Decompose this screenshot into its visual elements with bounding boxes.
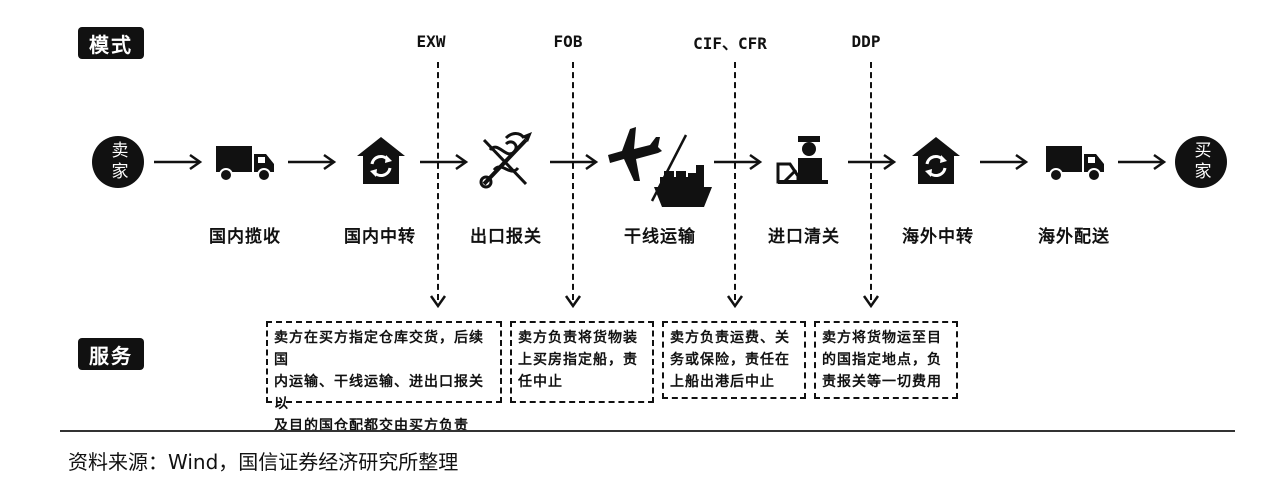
ddp-down-arrow-icon xyxy=(862,295,880,309)
cif-cfr-divider-line xyxy=(734,62,736,300)
exw-down-arrow-icon xyxy=(429,295,447,309)
customs-officer-icon xyxy=(776,136,828,184)
step-label: 国内中转 xyxy=(344,227,416,247)
service-line: 卖方将货物运至目 xyxy=(822,330,942,346)
warehouse-transfer-icon xyxy=(357,137,405,184)
plane-ship-icon xyxy=(608,127,712,207)
step-label: 进口清关 xyxy=(768,227,840,247)
arrow-right-icon xyxy=(550,153,599,171)
source-note: 资料来源：Wind，国信证券经济研究所整理 xyxy=(68,450,459,474)
warehouse-transfer-icon xyxy=(912,137,960,184)
truck-icon xyxy=(216,146,274,182)
exw-divider-line xyxy=(437,62,439,300)
arrow-right-icon xyxy=(848,153,897,171)
service-box-ddp: 卖方将货物运至目 的国指定地点，负 责报关等一切费用 xyxy=(814,321,958,399)
service-line: 任中止 xyxy=(518,374,563,390)
service-line: 上船出港后中止 xyxy=(670,374,775,390)
ddp-divider-line xyxy=(870,62,872,300)
service-line: 的国指定地点，负 xyxy=(822,352,942,368)
service-box-fob: 卖方负责将货物装 上买房指定船，责 任中止 xyxy=(510,321,654,403)
arrow-right-icon xyxy=(420,153,469,171)
service-line: 及目的国仓配都交由买方负责 xyxy=(274,418,469,434)
arrow-right-icon xyxy=(288,153,337,171)
service-label: 服务 xyxy=(78,338,144,370)
customs-caduceus-icon xyxy=(479,132,532,189)
footer-divider xyxy=(60,430,1235,432)
cif-down-arrow-icon xyxy=(726,295,744,309)
term-fob: FOB xyxy=(553,32,583,51)
step-label: 国内揽收 xyxy=(209,227,281,247)
service-line: 卖方在买方指定仓库交货，后续国 xyxy=(274,330,484,368)
service-line: 上买房指定船，责 xyxy=(518,352,638,368)
service-box-cif-cfr: 卖方负责运费、关 务或保险，责任在 上船出港后中止 xyxy=(662,321,806,399)
service-line: 内运输、干线运输、进出口报关以 xyxy=(274,374,484,412)
arrow-right-icon xyxy=(1118,153,1167,171)
arrow-right-icon xyxy=(154,153,203,171)
term-ddp: DDP xyxy=(851,32,881,51)
step-label: 出口报关 xyxy=(470,227,542,247)
service-box-exw: 卖方在买方指定仓库交货，后续国 内运输、干线运输、进出口报关以 及目的国仓配都交… xyxy=(266,321,502,434)
fob-divider-line xyxy=(572,62,574,300)
buyer-node: 买家 xyxy=(1175,136,1227,188)
service-line: 卖方负责将货物装 xyxy=(518,330,638,346)
arrow-right-icon xyxy=(980,153,1029,171)
term-exw: EXW xyxy=(416,32,446,51)
step-label: 海外配送 xyxy=(1038,227,1110,247)
service-line: 责报关等一切费用 xyxy=(822,374,942,390)
service-line: 务或保险，责任在 xyxy=(670,352,790,368)
step-label: 干线运输 xyxy=(624,227,696,247)
seller-node: 卖家 xyxy=(92,136,144,188)
step-label: 海外中转 xyxy=(902,227,974,247)
truck-icon xyxy=(1046,146,1104,182)
service-line: 卖方负责运费、关 xyxy=(670,330,790,346)
arrow-right-icon xyxy=(714,153,763,171)
mode-label: 模式 xyxy=(78,27,144,59)
term-cif-cfr: CIF、CFR xyxy=(693,34,767,53)
fob-down-arrow-icon xyxy=(564,295,582,309)
